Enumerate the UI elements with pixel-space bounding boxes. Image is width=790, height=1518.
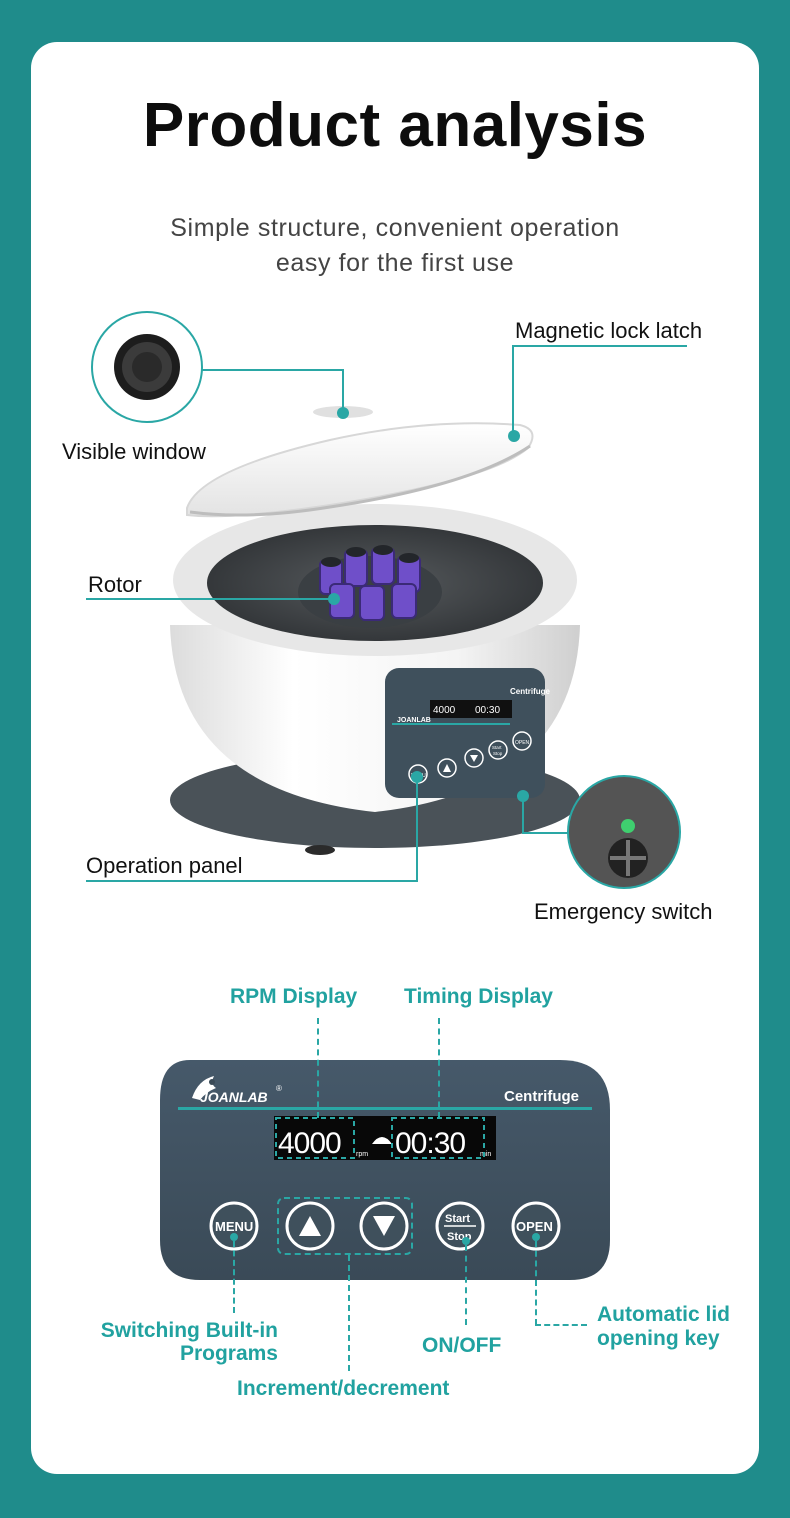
rotor-label: Rotor	[88, 572, 142, 597]
visible-window-line-h	[202, 369, 344, 371]
menu-connector	[233, 1241, 235, 1313]
emergency-switch-label: Emergency switch	[534, 899, 713, 924]
rotor-line	[86, 598, 334, 600]
auto-lid-label-line-1: Automatic lid	[597, 1303, 731, 1326]
magnetic-lock-line-v	[512, 345, 514, 433]
timing-display-label: Timing Display	[404, 985, 553, 1008]
down-arrow-icon	[373, 1216, 395, 1236]
device-start: Start	[492, 745, 502, 750]
panel-brand: JOANLAB	[200, 1089, 268, 1105]
magnetic-lock-dot	[508, 430, 520, 442]
lid-status-icon	[372, 1137, 392, 1144]
switching-label-line-1: Switching Built-in	[100, 1319, 278, 1342]
device-rpm: 4000	[433, 705, 456, 716]
visible-window-label: Visible window	[62, 439, 206, 464]
onoff-label: ON/OFF	[422, 1334, 502, 1357]
rpm-value: 4000	[278, 1127, 341, 1160]
time-unit: min	[480, 1151, 491, 1158]
start-label: Start	[445, 1213, 470, 1225]
rpm-connector	[317, 1018, 319, 1118]
magnetic-lock-line-h	[512, 345, 687, 347]
magnetic-lock-label: Magnetic lock latch	[515, 318, 703, 343]
operation-panel-line-h	[86, 880, 418, 882]
operation-panel-label: Operation panel	[86, 853, 243, 878]
rpm-display-label: RPM Display	[230, 985, 358, 1008]
device-time: 00:30	[475, 705, 500, 716]
emergency-switch-inset	[567, 775, 681, 889]
rotor-dot	[328, 593, 340, 605]
panel-trademark: ®	[276, 1084, 282, 1093]
device-model: Centrifuge	[510, 687, 551, 696]
operation-panel-line-v	[416, 777, 418, 882]
panel-accent-line	[178, 1107, 592, 1110]
increment-label: Increment/decrement	[237, 1377, 450, 1400]
subtitle-line-2: easy for the first use	[275, 249, 515, 277]
emergency-dot	[517, 790, 529, 802]
emergency-line-v	[522, 797, 524, 833]
page-title: Product analysis	[142, 91, 648, 160]
emergency-line-h	[522, 832, 568, 834]
panel-detail: JOANLAB ® Centrifuge 4000 rpm 00:30 min …	[160, 1060, 610, 1280]
time-value: 00:30	[395, 1127, 465, 1160]
visible-window-dot	[337, 407, 349, 419]
device-open: OPEN	[515, 740, 530, 746]
device-brand: JOANLAB	[397, 717, 431, 724]
panel-model: Centrifuge	[504, 1088, 579, 1105]
rpm-unit: rpm	[356, 1151, 368, 1158]
subtitle-line-1: Simple structure, convenient operation	[170, 214, 620, 242]
operation-panel-dot	[411, 771, 423, 783]
panel-body	[160, 1060, 610, 1280]
device-stop: Stop	[493, 751, 503, 756]
menu-label: MENU	[215, 1219, 253, 1234]
lid	[186, 422, 534, 518]
centrifuge-illustration: JOANLAB Centrifuge 4000 00:30 MENU Start…	[91, 311, 681, 889]
up-arrow-icon	[299, 1216, 321, 1236]
open-label: OPEN	[516, 1219, 553, 1234]
joanlab-logo-icon	[192, 1076, 216, 1100]
visible-window-line-v	[342, 369, 344, 413]
open-connector-h	[535, 1324, 587, 1326]
open-connector-v	[535, 1241, 537, 1325]
timing-connector	[438, 1018, 440, 1118]
switching-label-line-2: Programs	[179, 1342, 278, 1365]
auto-lid-label-line-2: opening key	[597, 1327, 720, 1350]
onoff-connector	[465, 1245, 467, 1325]
increment-connector	[348, 1255, 350, 1371]
